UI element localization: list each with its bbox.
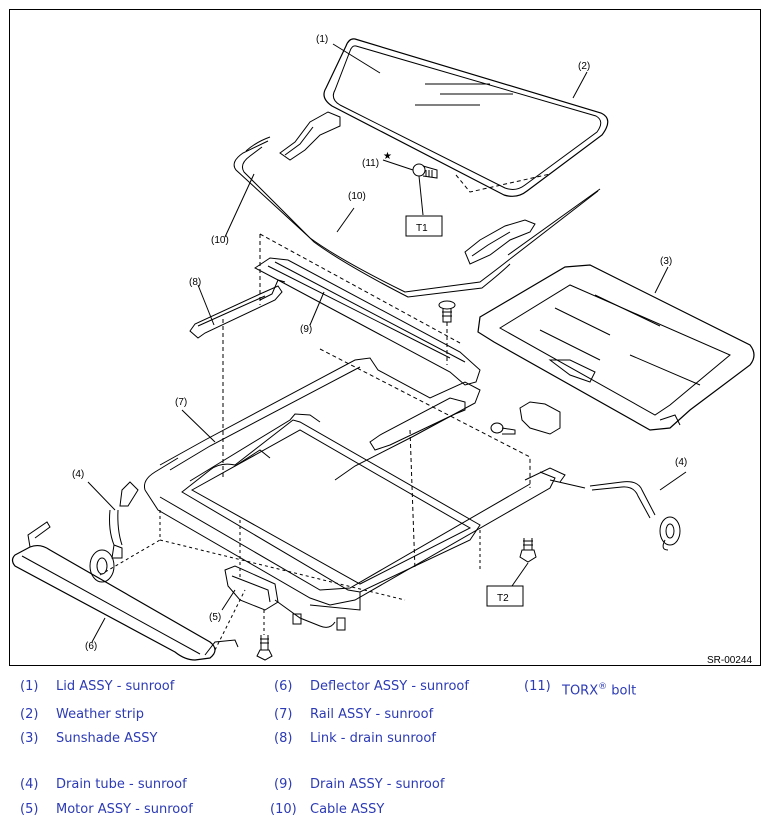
sunroof-exploded-diagram: ★ (1) (2) (3) (4) (4) (5) (6) (7) (8) (9… [9, 9, 761, 666]
cable-assy-part [233, 136, 601, 298]
rail-assy-part [144, 357, 566, 611]
drain-assy-part [254, 257, 481, 386]
drain-tube-left-part [89, 481, 139, 583]
rail-bolt-part [438, 300, 456, 323]
legend-text: Drain tube - sunroof [56, 777, 187, 792]
legend-text: Lid ASSY - sunroof [56, 679, 175, 694]
flange-bolt-t2-part [519, 538, 537, 563]
legend-num: (4) [20, 777, 39, 792]
legend-text: Deflector ASSY - sunroof [310, 679, 469, 694]
callout-10-top: (10) [348, 191, 366, 202]
registered-mark: ® [598, 682, 608, 692]
callout-6: (6) [85, 641, 97, 652]
legend-num: (11) [524, 679, 551, 694]
motor-bolt-part [256, 635, 273, 661]
legend-text: TORX® bolt [562, 682, 636, 698]
callout-10-left: (10) [211, 235, 229, 246]
legend-text: Motor ASSY - sunroof [56, 802, 193, 817]
star-symbol: ★ [383, 151, 392, 162]
link-drain-part [189, 279, 286, 339]
deflector-assy-part [11, 521, 239, 661]
parts-legend: (1) Lid ASSY - sunroof (2) Weather strip… [0, 670, 771, 826]
callout-4-left: (4) [72, 469, 84, 480]
legend-num: (5) [20, 802, 39, 817]
legend-text: Weather strip [56, 707, 144, 722]
callout-2: (2) [578, 61, 590, 72]
legend-num: (3) [20, 731, 39, 746]
tag-t1: T1 [416, 223, 428, 234]
torx-bolt-part [412, 163, 438, 179]
rail-right-bracket-part [369, 397, 561, 451]
tag-t2: T2 [497, 593, 509, 604]
legend-num: (9) [274, 777, 293, 792]
callout-3: (3) [660, 256, 672, 267]
sunshade-assy-part [477, 264, 755, 431]
callout-11: (11) [362, 158, 379, 169]
callout-8: (8) [189, 277, 201, 288]
callout-9: (9) [300, 324, 312, 335]
legend-text: Drain ASSY - sunroof [310, 777, 445, 792]
legend-num: (8) [274, 731, 293, 746]
callout-5: (5) [209, 612, 221, 623]
callout-4-right: (4) [675, 457, 687, 468]
motor-assy-part [224, 565, 346, 631]
legend-text: Cable ASSY [310, 802, 385, 817]
legend-num: (7) [274, 707, 293, 722]
lid-assy-part [323, 38, 609, 197]
legend-text: Rail ASSY - sunroof [310, 707, 434, 722]
cable-front-link-part [279, 111, 536, 265]
legend-num: (6) [274, 679, 293, 694]
legend-num: (1) [20, 679, 39, 694]
legend-num: (10) [270, 802, 297, 817]
figure-code: SR-00244 [707, 655, 752, 666]
callout-1: (1) [316, 34, 328, 45]
callout-7: (7) [175, 397, 187, 408]
drain-tube-right-part [549, 479, 681, 551]
legend-text-suffix: bolt [607, 683, 637, 699]
legend-text-torx: TORX [562, 683, 599, 699]
legend-text: Sunshade ASSY [56, 731, 158, 746]
legend-text: Link - drain sunroof [310, 731, 436, 746]
legend-num: (2) [20, 707, 39, 722]
